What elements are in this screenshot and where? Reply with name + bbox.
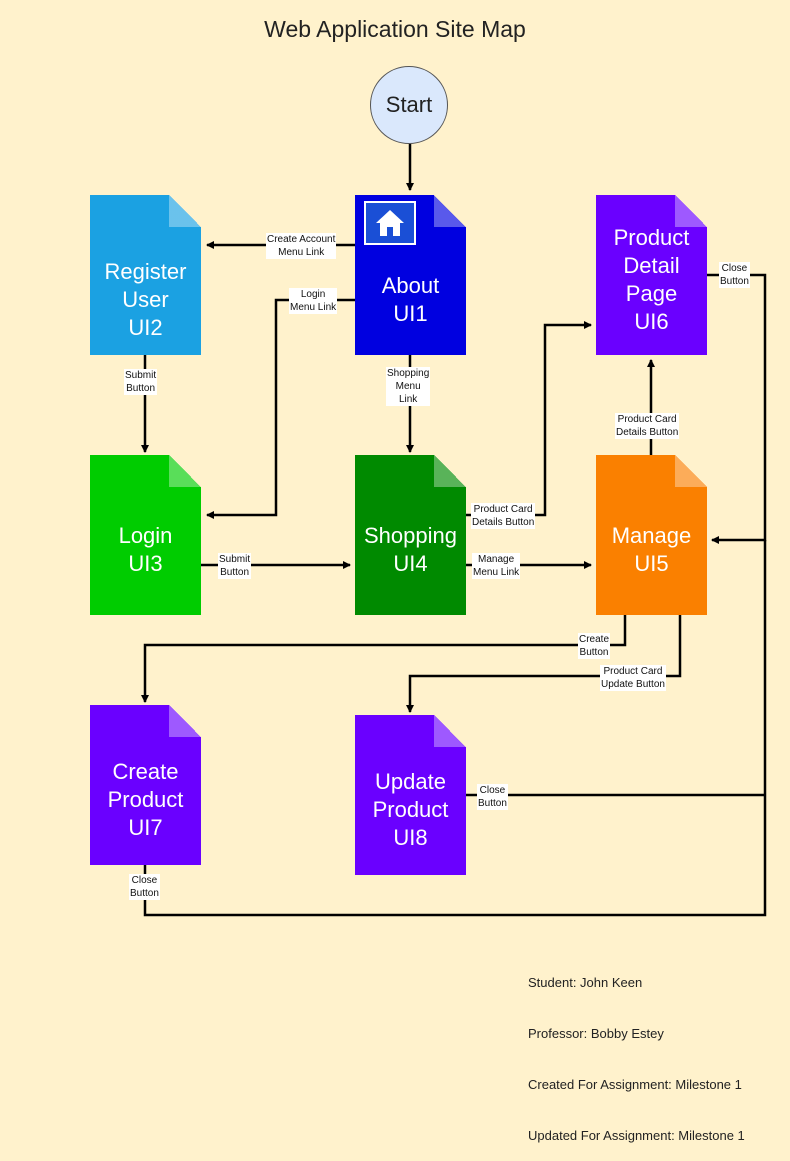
- node-ui7: Create Product UI7: [90, 705, 201, 865]
- edge-label-login-menu: Login Menu Link: [289, 288, 338, 314]
- home-icon: [364, 201, 416, 245]
- node-ui2-label: Register User UI2: [104, 259, 187, 340]
- node-ui4-label: Shopping UI4: [364, 523, 457, 576]
- edge-ui5-to-ui8: [406, 615, 682, 713]
- node-ui8: Update Product UI8: [355, 715, 466, 875]
- page-fold: [675, 195, 707, 227]
- edge-label-ui6-close: Close Button: [719, 262, 750, 288]
- diagram-title: Web Application Site Map: [264, 16, 526, 42]
- start-node: Start: [370, 66, 448, 144]
- page-fold: [675, 455, 707, 487]
- node-ui2: Register User UI2: [90, 195, 201, 355]
- edge-label-ui8-close: Close Button: [477, 784, 508, 810]
- edge-label-shop-details: Product Card Details Button: [471, 503, 536, 529]
- node-ui5-label: Manage UI5: [611, 523, 692, 576]
- node-ui1: About UI1: [355, 195, 466, 355]
- node-ui7-label: Create Product UI7: [107, 759, 184, 840]
- footer-updated: Updated For Assignment: Milestone 1: [528, 1128, 745, 1143]
- edge-label-shopping-menu: Shopping Menu Link: [386, 367, 431, 406]
- node-ui8-label: Update Product UI8: [372, 769, 449, 850]
- node-ui3: Login UI3: [90, 455, 201, 615]
- edge-label-register-submit: Submit Button: [124, 369, 158, 395]
- page-fold: [169, 455, 201, 487]
- edge-label-create-account: Create Account Menu Link: [266, 233, 337, 259]
- edge-label-manage-details: Product Card Details Button: [615, 413, 680, 439]
- page-fold: [434, 195, 466, 227]
- edge-ui5-to-ui7: [141, 615, 627, 703]
- node-ui6: Product Detail Page UI6: [596, 195, 707, 355]
- edge-label-create-button: Create Button: [578, 633, 611, 659]
- edge-label-login-submit: Submit Button: [218, 553, 252, 579]
- node-ui5: Manage UI5: [596, 455, 707, 615]
- footer-professor: Professor: Bobby Estey: [528, 1026, 664, 1041]
- edge-label-ui7-close: Close Button: [129, 874, 160, 900]
- footer-info: Student: John Keen Professor: Bobby Este…: [528, 940, 745, 1161]
- edge-label-manage-menu: Manage Menu Link: [472, 553, 521, 579]
- page-fold: [434, 455, 466, 487]
- edge-label-update-button: Product Card Update Button: [600, 665, 666, 691]
- edge-ui4-to-ui6: [466, 321, 592, 517]
- node-ui1-label: About UI1: [381, 273, 440, 326]
- node-ui3-label: Login UI3: [118, 523, 173, 576]
- page-fold: [434, 715, 466, 747]
- edge-ui1-to-ui3: [206, 298, 355, 519]
- page-fold: [169, 705, 201, 737]
- node-ui4: Shopping UI4: [355, 455, 466, 615]
- page-fold: [169, 195, 201, 227]
- footer-created: Created For Assignment: Milestone 1: [528, 1077, 742, 1092]
- edge-ui6-close: [707, 273, 767, 544]
- footer-student: Student: John Keen: [528, 975, 643, 990]
- node-ui6-label: Product Detail Page UI6: [613, 225, 690, 334]
